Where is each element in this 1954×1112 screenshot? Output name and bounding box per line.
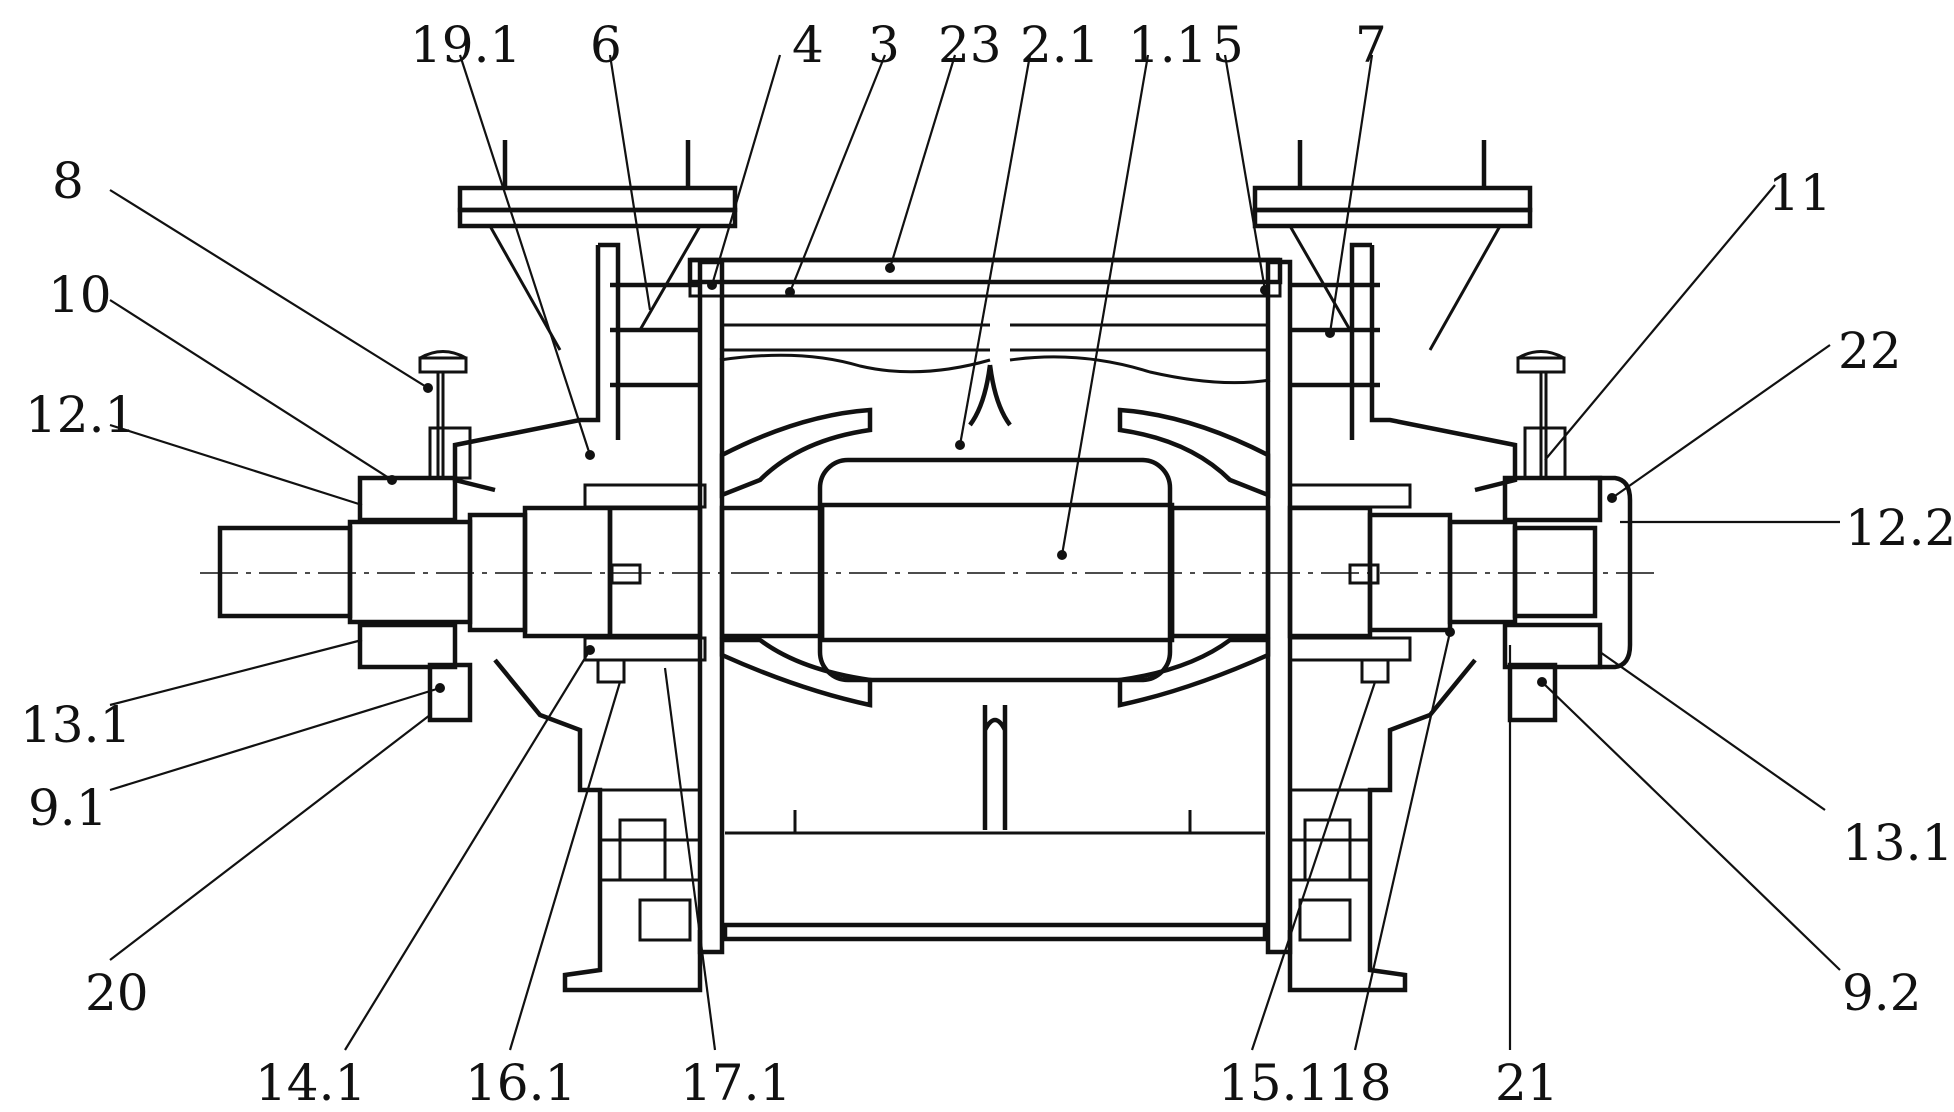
left-end-housing [452,242,703,993]
callout-7: 7 [1355,16,1387,74]
leader-lines [109,54,1841,1051]
callout-2-1: 2.1 [1020,16,1100,74]
pump-casing [687,257,1283,942]
callout-21: 21 [1495,1054,1559,1112]
callout-23: 23 [938,16,1002,74]
callout-17-1: 17.1 [680,1054,791,1112]
callout-9-1: 9.1 [28,779,108,837]
shaft [217,502,1598,643]
left-bearing-assembly [357,350,473,723]
leader-dots [387,263,1617,693]
right-bearing-assembly [1502,350,1633,723]
callout-14-1: 14.1 [255,1054,366,1112]
callout-1-1: 1.1 [1128,16,1208,74]
callout-5: 5 [1212,16,1244,74]
callout-labels: 19.1 6 4 3 23 2.1 1.1 5 7 8 11 10 22 12.… [20,16,1954,1112]
callout-18: 18 [1328,1054,1392,1112]
callout-6: 6 [590,16,622,74]
callout-12-1: 12.1 [25,386,136,444]
left-shaft-seal [583,483,707,684]
callout-13-1-left: 13.1 [20,696,131,754]
callout-22: 22 [1838,322,1902,380]
callout-12-2: 12.2 [1845,499,1954,557]
callout-16-1: 16.1 [465,1054,576,1112]
callout-8: 8 [52,152,84,210]
callout-9-2: 9.2 [1842,964,1922,1022]
left-side-plate [697,259,725,955]
callout-15-1: 15.1 [1218,1054,1329,1112]
callout-19-1: 19.1 [410,16,521,74]
callout-11: 11 [1768,164,1832,222]
callout-20: 20 [85,964,149,1022]
callout-4: 4 [792,16,824,74]
right-port-flange [1252,140,1533,351]
impeller [719,364,1271,833]
callout-13-1-right: 13.1 [1842,814,1953,872]
right-end-housing [1287,242,1518,993]
callout-3: 3 [868,16,900,74]
right-side-plate [1265,259,1293,955]
callout-10: 10 [48,266,112,324]
